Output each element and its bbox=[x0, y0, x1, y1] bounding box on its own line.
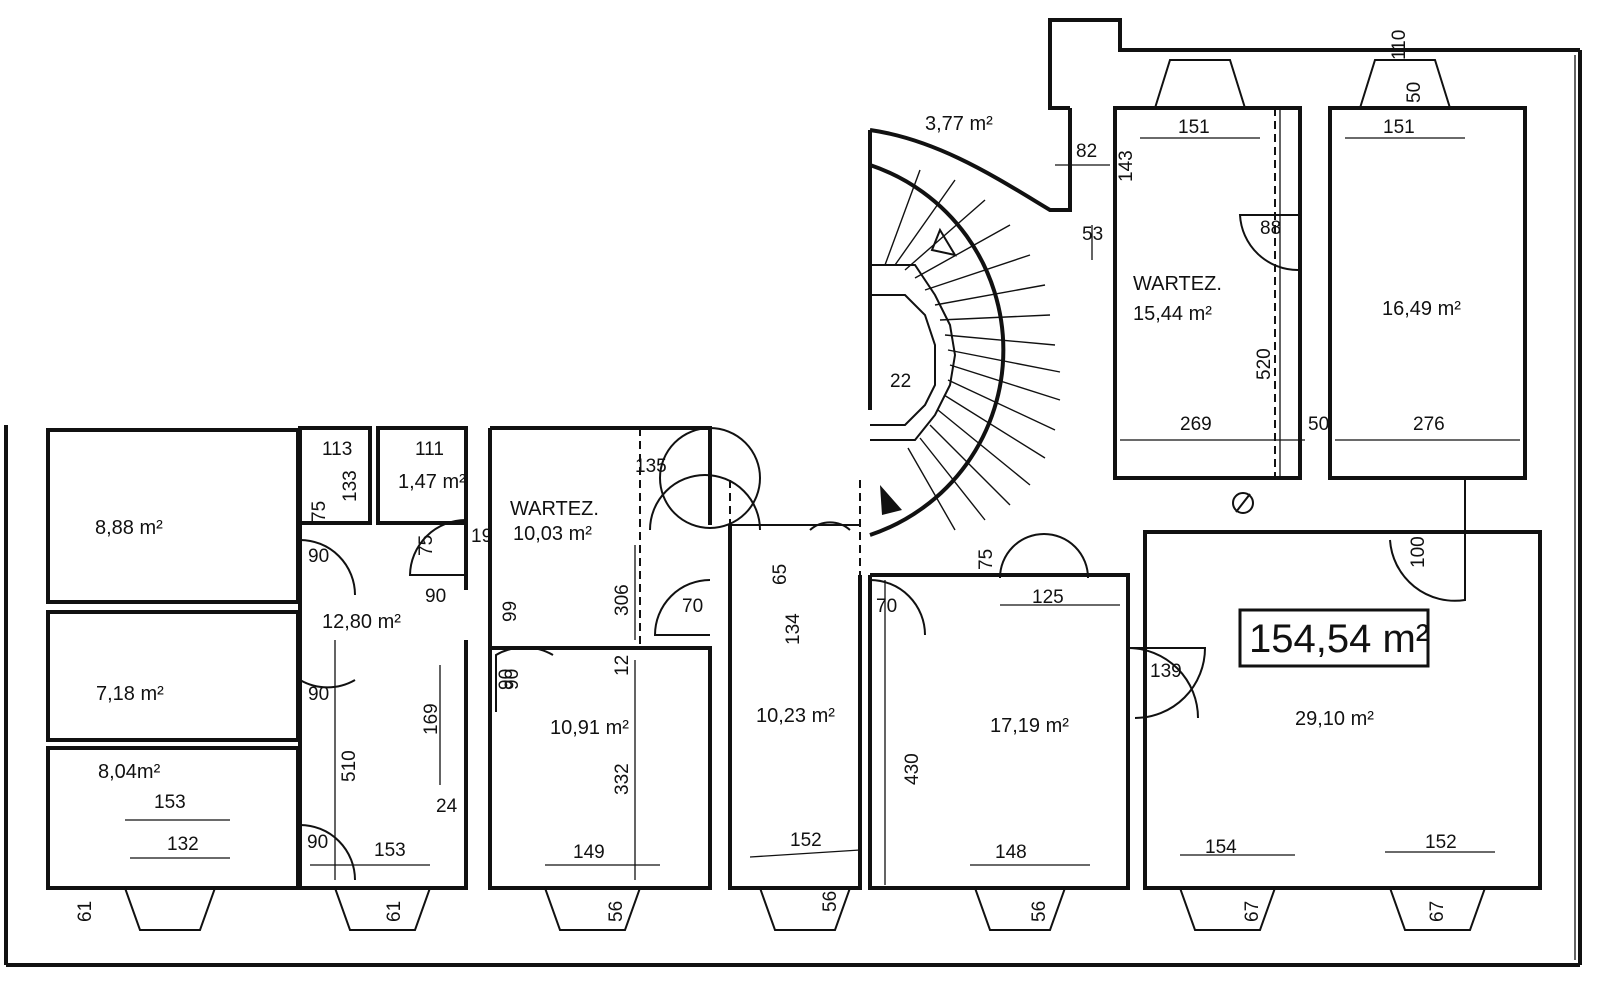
room-label-r6: WARTEZ. bbox=[510, 498, 599, 520]
door-swings bbox=[299, 214, 1466, 881]
dim-label: 148 bbox=[995, 842, 1027, 863]
window-niches bbox=[124, 59, 1486, 931]
dim-label: 169 bbox=[421, 703, 442, 735]
dim-label: 75 bbox=[976, 549, 997, 570]
room-area-r7: 10,91 m² bbox=[550, 717, 629, 739]
dim-label: 276 bbox=[1413, 414, 1445, 435]
dim-label: 332 bbox=[612, 763, 633, 795]
total-area-value: 154,54 m² bbox=[1249, 617, 1429, 661]
dim-label: 135 bbox=[635, 456, 667, 477]
dim-label: 153 bbox=[374, 840, 406, 861]
dimension-lines bbox=[125, 108, 1520, 885]
dim-label: 132 bbox=[167, 834, 199, 855]
room-area-r4: 1,47 m² bbox=[398, 471, 466, 493]
dim-label: 75 bbox=[416, 535, 437, 556]
dim-label: 61 bbox=[75, 901, 96, 922]
room-area-r6: 10,03 m² bbox=[513, 523, 592, 545]
dim-label: 56 bbox=[820, 891, 841, 912]
dimension-labels: 113 111 133 75 75 19 90 90 99 90 90 90 1… bbox=[75, 30, 1457, 922]
room-area-r1: 8,88 m² bbox=[95, 517, 163, 539]
dim-label: 153 bbox=[154, 792, 186, 813]
dim-label: 88 bbox=[1260, 218, 1281, 239]
room-area-r13: 3,77 m² bbox=[925, 113, 993, 135]
room-area-r10: 29,10 m² bbox=[1295, 708, 1374, 730]
dim-label: 70 bbox=[682, 596, 703, 617]
dim-label: 90 bbox=[307, 832, 328, 853]
room-label-r11: WARTEZ. bbox=[1133, 273, 1222, 295]
staircase bbox=[869, 163, 1061, 537]
room-area-r5: 12,80 m² bbox=[322, 611, 401, 633]
dim-label: 111 bbox=[415, 439, 444, 460]
dim-label: 61 bbox=[384, 901, 405, 922]
dim-label: 152 bbox=[790, 830, 822, 851]
dim-label: 139 bbox=[1150, 661, 1182, 682]
dim-label: 151 bbox=[1178, 117, 1210, 138]
dim-label: 12 bbox=[612, 655, 633, 676]
dim-label: 56 bbox=[1029, 901, 1050, 922]
dim-label: 90 bbox=[308, 546, 329, 567]
dim-label: 100 bbox=[1408, 536, 1429, 568]
outer-walls bbox=[4, 18, 1582, 967]
room-area-r12: 16,49 m² bbox=[1382, 298, 1461, 320]
dim-label: 56 bbox=[606, 901, 627, 922]
dim-label: 67 bbox=[1242, 901, 1263, 922]
dim-label: 125 bbox=[1032, 587, 1064, 608]
dim-label: 19 bbox=[471, 526, 492, 547]
dashed-openings bbox=[299, 108, 1276, 648]
dim-label: 67 bbox=[1427, 901, 1448, 922]
dim-label: 110 bbox=[1389, 30, 1410, 60]
dim-label: 50 bbox=[1404, 82, 1425, 103]
dim-label: 22 bbox=[890, 371, 911, 392]
dim-label: 90 bbox=[308, 684, 329, 705]
dim-label: 134 bbox=[783, 613, 804, 645]
left-wing-walls bbox=[46, 106, 1542, 890]
dim-label: 50 bbox=[1308, 414, 1329, 435]
dim-label: 149 bbox=[573, 842, 605, 863]
dim-label: 70 bbox=[876, 596, 897, 617]
dim-label: 90 bbox=[425, 586, 446, 607]
dim-label: 82 bbox=[1076, 141, 1097, 162]
dim-label: 113 bbox=[322, 439, 352, 460]
room-area-r9: 17,19 m² bbox=[990, 715, 1069, 737]
dim-label: 99 bbox=[500, 601, 521, 622]
dim-label: 151 bbox=[1383, 117, 1415, 138]
total-area-box: 154,54 m² bbox=[1238, 608, 1430, 668]
room-area-r2: 7,18 m² bbox=[96, 683, 164, 705]
dim-label: 520 bbox=[1254, 348, 1275, 380]
dim-label: 53 bbox=[1082, 224, 1103, 245]
dim-label: 65 bbox=[770, 564, 791, 585]
dim-label: 90 bbox=[496, 669, 517, 690]
dim-label: 152 bbox=[1425, 832, 1457, 853]
stair-treads bbox=[884, 169, 1061, 531]
dim-label: 430 bbox=[902, 753, 923, 785]
circle-slash-icon bbox=[1232, 492, 1254, 514]
dim-label: 269 bbox=[1180, 414, 1212, 435]
dim-label: 306 bbox=[612, 584, 633, 616]
room-labels: 8,88 m² 7,18 m² 8,04m² 1,47 m² 12,80 m² … bbox=[95, 113, 1461, 783]
dim-label: 75 bbox=[309, 501, 330, 522]
room-area-r11: 15,44 m² bbox=[1133, 303, 1212, 325]
dim-label: 24 bbox=[436, 796, 458, 817]
dim-label: 154 bbox=[1205, 837, 1237, 858]
room-area-r3: 8,04m² bbox=[98, 761, 161, 783]
dim-label: 510 bbox=[339, 750, 360, 782]
dim-label: 133 bbox=[340, 470, 361, 502]
dim-label: 143 bbox=[1116, 150, 1137, 182]
room-area-r8: 10,23 m² bbox=[756, 705, 835, 727]
dim-label: 90 bbox=[502, 669, 523, 690]
